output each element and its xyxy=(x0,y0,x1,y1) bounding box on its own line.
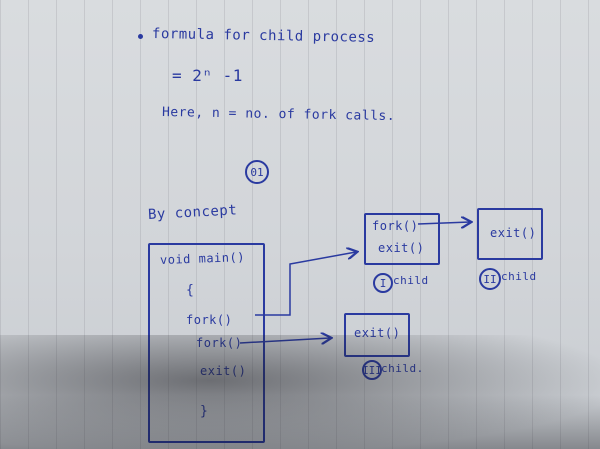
page-marker: 01 xyxy=(245,160,269,184)
child-1-number-text: I xyxy=(379,276,387,290)
child-1-line-2: exit() xyxy=(378,241,425,255)
arrow-child-1-to-child-2 xyxy=(417,222,470,224)
child-1-box xyxy=(364,213,440,265)
child-2-number-text: II xyxy=(483,272,497,286)
arrow-fork-2-to-child-3 xyxy=(239,338,330,343)
bullet-icon xyxy=(138,34,143,39)
child-1-line-1: fork() xyxy=(372,219,419,233)
child-2-box xyxy=(477,208,543,260)
child-2-label: child xyxy=(501,270,537,283)
arrow-fork-1-to-child-1 xyxy=(255,252,356,316)
main-line-2: { xyxy=(186,283,195,298)
child-2-number: II xyxy=(479,268,501,290)
page-marker-text: 01 xyxy=(250,165,264,179)
child-1-label: child xyxy=(393,274,429,287)
formula-expression: = 2ⁿ -1 xyxy=(172,66,243,85)
child-2-line-1: exit() xyxy=(490,226,537,240)
main-line-3: fork() xyxy=(186,313,233,327)
child-1-number: I xyxy=(373,273,393,293)
